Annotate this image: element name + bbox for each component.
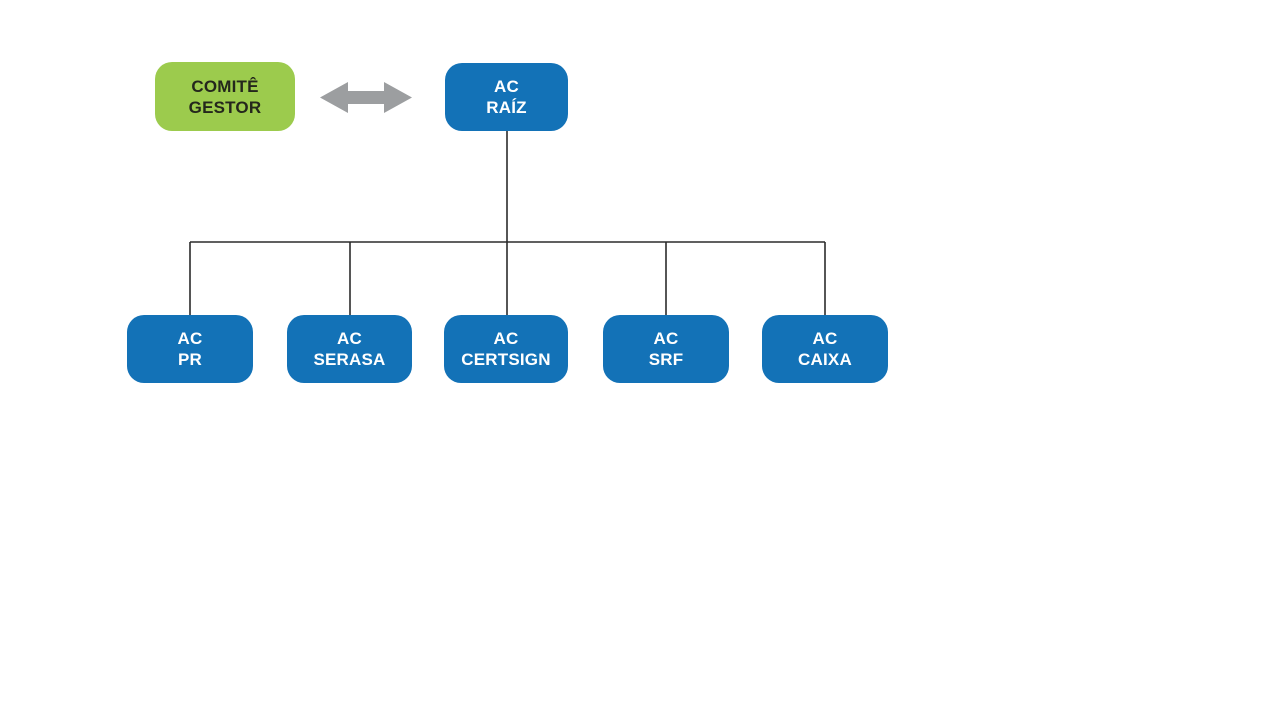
node-label: COMITÊ (191, 76, 259, 96)
node-ac-serasa: AC SERASA (287, 315, 412, 383)
node-label: AC (337, 329, 362, 348)
node-ac-pr: AC PR (127, 315, 253, 383)
node-label: AC (653, 329, 679, 348)
node-label: SRF (648, 350, 684, 369)
node-ac-srf: AC SRF (603, 315, 729, 383)
node-comite-gestor: COMITÊ GESTOR (155, 62, 295, 131)
node-label: RAÍZ (486, 98, 527, 117)
node-label: AC (812, 329, 838, 348)
node-label: GESTOR (188, 97, 262, 117)
node-ac-caixa: AC CAIXA (762, 315, 888, 383)
node-label: CAIXA (798, 350, 852, 369)
node-label: PR (177, 350, 203, 369)
node-label: AC (494, 77, 519, 96)
node-ac-raiz: AC RAÍZ (445, 63, 568, 131)
node-label: SERASA (313, 350, 386, 369)
node-label: CERTSIGN (461, 350, 551, 369)
node-label: AC (493, 329, 519, 348)
bidirectional-arrow-icon (320, 82, 412, 113)
node-ac-certsign: AC CERTSIGN (444, 315, 568, 383)
node-label: AC (177, 329, 203, 348)
